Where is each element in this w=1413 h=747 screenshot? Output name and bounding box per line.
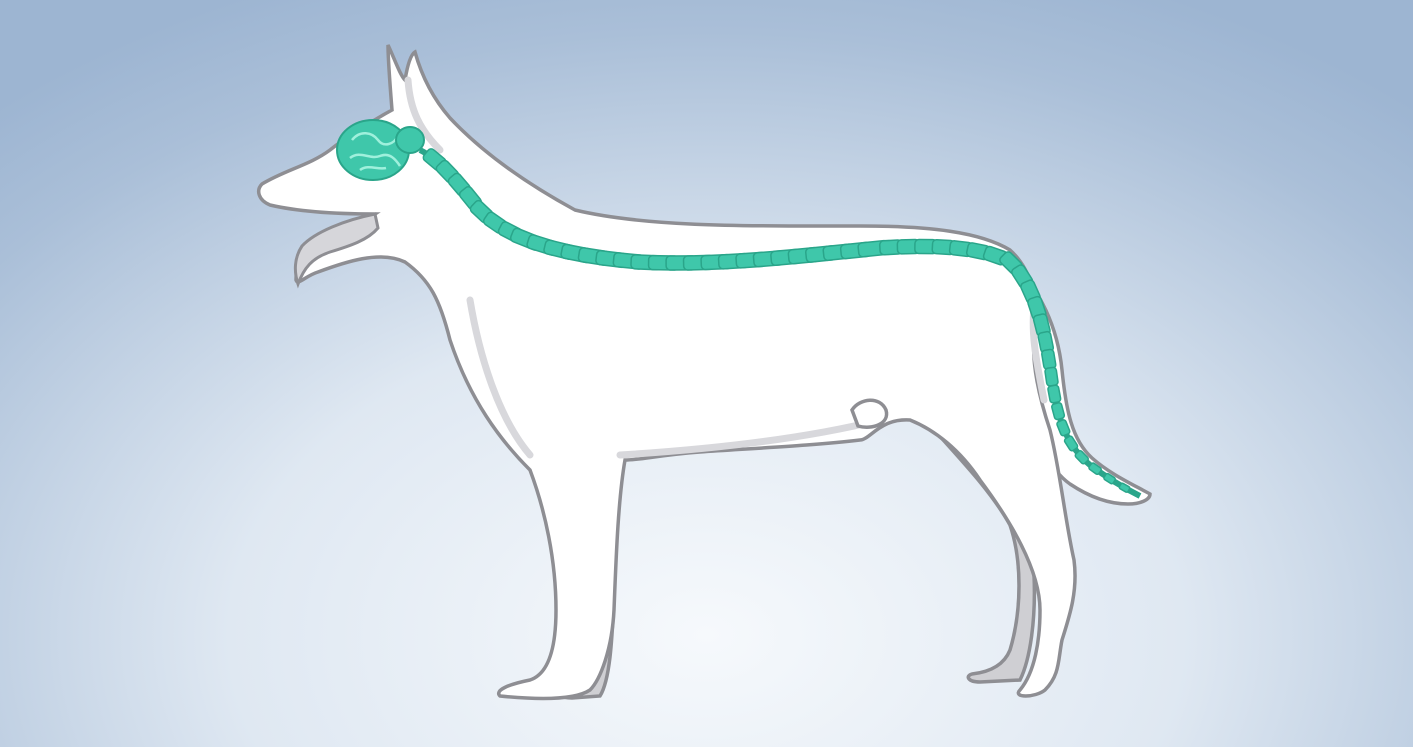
vertebra xyxy=(1047,385,1061,404)
brain xyxy=(337,120,409,180)
vertebra xyxy=(1045,367,1059,386)
scrotum xyxy=(852,400,887,427)
vertebra xyxy=(1041,349,1056,370)
cerebellum xyxy=(396,127,424,153)
